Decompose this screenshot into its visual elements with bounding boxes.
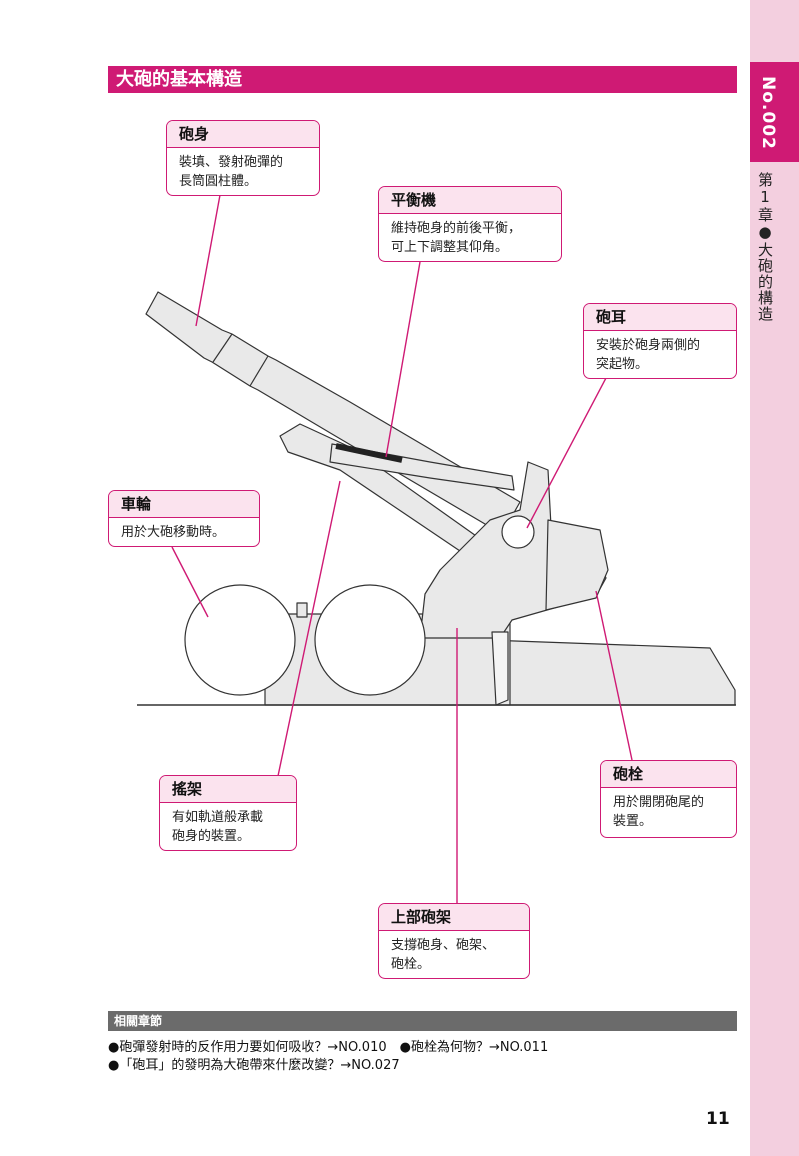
related-link-1[interactable]: ●砲彈發射時的反作用力要如何吸收？→NO.010 ●砲栓為何物？→NO.011 <box>108 1040 549 1055</box>
callout-equilibrator: 平衡機 維持砲身的前後平衡，可上下調整其仰角。 <box>378 186 562 262</box>
callout-breech: 砲栓 用於開閉砲尾的裝置。 <box>600 760 737 838</box>
wheel-front <box>184 584 296 696</box>
trunnion <box>501 515 535 549</box>
callout-trunnion-title: 砲耳 <box>584 304 736 331</box>
spade <box>491 631 509 706</box>
callout-carriage-title: 上部砲架 <box>379 904 529 931</box>
callout-cradle-desc: 有如軌道般承載砲身的裝置。 <box>172 810 264 844</box>
callout-carriage-desc: 支撐砲身、砲架、砲栓。 <box>391 938 496 972</box>
chapter-number: No.002 <box>758 76 778 150</box>
callout-wheel: 車輪 用於大砲移動時。 <box>108 490 260 547</box>
callout-wheel-title: 車輪 <box>109 491 259 518</box>
barrel-band-1 <box>212 333 233 363</box>
breech-block <box>545 519 609 611</box>
wheel-rear <box>314 584 426 696</box>
section-title: 大砲的基本構造 <box>108 66 737 93</box>
barrel-band-2 <box>249 355 269 387</box>
leader-breech <box>595 590 633 761</box>
callout-equilibrator-desc: 維持砲身的前後平衡，可上下調整其仰角。 <box>391 221 522 255</box>
callout-trunnion: 砲耳 安裝於砲身兩側的突起物。 <box>583 303 737 379</box>
callout-cradle-title: 搖架 <box>160 776 296 803</box>
callout-barrel: 砲身 裝填、發射砲彈的長筒圓柱體。 <box>166 120 320 196</box>
chapter-number-tab <box>750 62 799 162</box>
callout-breech-desc: 用於開閉砲尾的裝置。 <box>613 795 705 829</box>
callout-carriage: 上部砲架 支撐砲身、砲架、砲栓。 <box>378 903 530 979</box>
page-number: 11 <box>706 1109 730 1129</box>
callout-cradle: 搖架 有如軌道般承載砲身的裝置。 <box>159 775 297 851</box>
leader-barrel <box>195 194 221 327</box>
leader-trunnion <box>526 377 607 529</box>
equilibrator-rod <box>335 443 403 463</box>
callout-wheel-desc: 用於大砲移動時。 <box>121 525 226 540</box>
callout-barrel-desc: 裝填、發射砲彈的長筒圓柱體。 <box>179 155 284 189</box>
related-link-2[interactable]: ●「砲耳」的發明為大砲帶來什麼改變？→NO.027 <box>108 1058 400 1073</box>
callout-equilibrator-title: 平衡機 <box>379 187 561 214</box>
sidebar <box>750 0 799 1156</box>
chapter-title: 第1章●大砲的構造 <box>756 172 774 322</box>
leader-equilibrator <box>385 261 421 458</box>
post <box>296 602 308 618</box>
callout-trunnion-desc: 安裝於砲身兩側的突起物。 <box>596 338 701 372</box>
callout-breech-title: 砲栓 <box>601 761 736 788</box>
leader-cradle <box>277 480 341 777</box>
related-heading: 相關章節 <box>108 1011 737 1031</box>
callout-barrel-title: 砲身 <box>167 121 319 148</box>
leader-wheel <box>171 546 209 618</box>
